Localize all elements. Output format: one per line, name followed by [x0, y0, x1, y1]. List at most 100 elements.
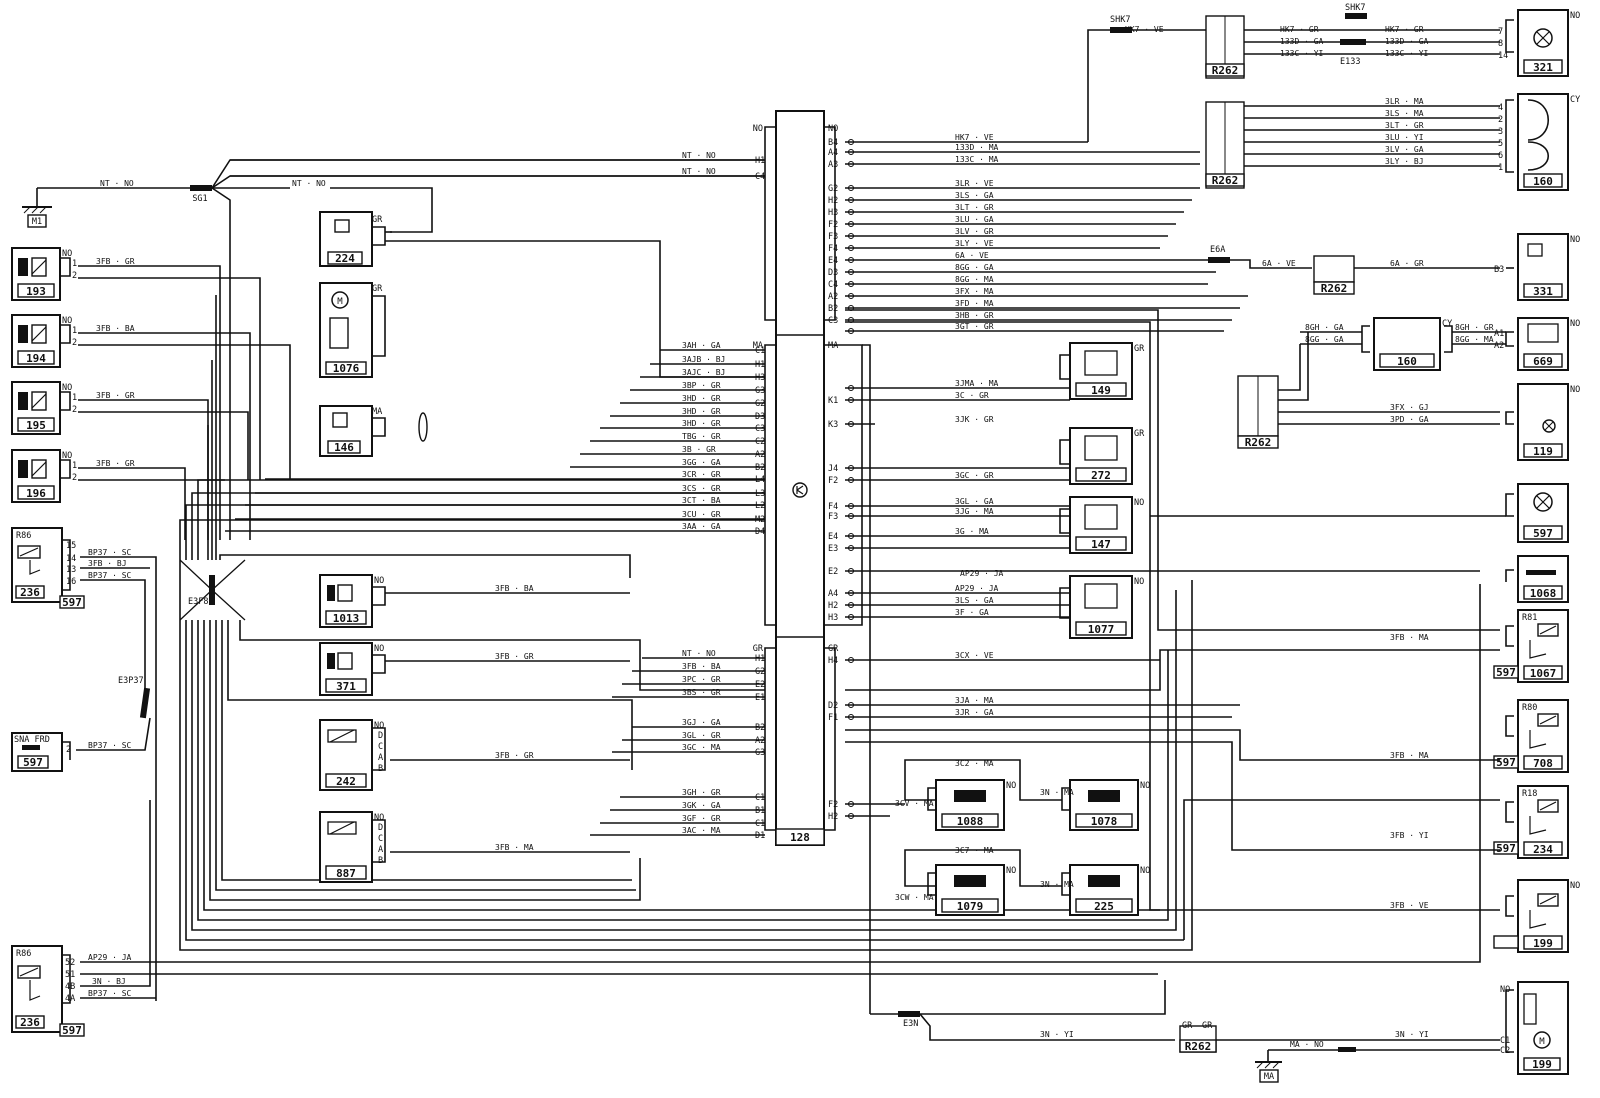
comp-1068: 1068	[1505, 555, 1569, 603]
ecu-left-pin: E1	[755, 693, 765, 703]
relay-coil-icon	[17, 965, 41, 1001]
comp-1088-label: 1088	[957, 815, 984, 828]
svg-text:3N · MA: 3N · MA	[1040, 788, 1074, 797]
lamp-cross-icon	[1533, 492, 1553, 512]
svg-text:BP37 · SC: BP37 · SC	[88, 741, 132, 750]
comp-1067-label: 1067	[1530, 667, 1557, 680]
ecu-right-pin: J4	[828, 464, 838, 474]
splice-dot	[847, 244, 855, 252]
comp-193-connector: NO	[62, 249, 72, 259]
svg-text:R262: R262	[1321, 282, 1348, 295]
ecu-left-pin: H1	[755, 654, 765, 664]
ecu-left-wire-label: 3B · GR	[682, 445, 716, 454]
ecu-left-wire-label: 3HD · GR	[682, 419, 721, 428]
ecu-left-pin: E2	[755, 680, 765, 690]
comp-234-label: 234	[1533, 843, 1553, 856]
svg-text:1: 1	[72, 393, 77, 403]
comp-1077-label: 1077	[1088, 623, 1115, 636]
r262-bottom: GR GR R262	[1179, 1021, 1217, 1053]
splice-e133: E133	[1340, 39, 1366, 67]
r262-a: R262	[1205, 15, 1245, 79]
ecu-conn-gr-left: GR	[753, 644, 764, 654]
comp-242-connector: NO	[374, 721, 384, 731]
mid-wire-label: 3FB · BA	[495, 584, 534, 593]
comp-119-label: 119	[1533, 445, 1553, 458]
svg-text:236: 236	[20, 1016, 40, 1029]
splice-dot	[847, 396, 855, 404]
motor-circle-icon: M	[1533, 1031, 1551, 1049]
svg-text:C2: C2	[1500, 1046, 1510, 1056]
ecu-right-pin: A2	[828, 292, 838, 302]
ecu-left-wire-label: 3GC · MA	[682, 743, 721, 752]
ground-hatch-icon	[23, 206, 47, 214]
relay-wire-label: 3FB · GR	[96, 257, 135, 266]
ecu-left-wire-label: 3AH · GA	[682, 341, 721, 350]
comp-1078-connector: NO	[1140, 781, 1150, 791]
ecu-left-pin: H3	[755, 373, 765, 383]
svg-text:2: 2	[1498, 115, 1503, 125]
ecu-left-pin: B2	[755, 723, 765, 733]
svg-text:3N · YI: 3N · YI	[1040, 1030, 1074, 1039]
svg-text:E3F8: E3F8	[188, 597, 208, 607]
ecu-left-pin: C4	[755, 172, 765, 182]
ecu-left-wire-label: 3BP · GR	[682, 381, 721, 390]
svg-text:597: 597	[62, 596, 82, 609]
svg-text:2: 2	[72, 338, 77, 348]
wire-321-label: 3LS · MA	[1385, 109, 1424, 118]
svg-text:3FB · MA: 3FB · MA	[1390, 633, 1429, 642]
relay-coil-icon	[1529, 799, 1559, 835]
comp-1078: 1078 NO	[1061, 779, 1150, 831]
ecu-right-wire-label: 133D · MA	[955, 143, 999, 152]
splice-dot	[847, 512, 855, 520]
splice-dot	[847, 502, 855, 510]
comp-196-connector: NO	[62, 451, 72, 461]
ecu-right-pin: E3	[828, 544, 838, 554]
wire-321-label: 3LV · GA	[1385, 145, 1424, 154]
ecu-right-pin: K1	[828, 396, 838, 406]
svg-text:3FB · YI: 3FB · YI	[1390, 831, 1429, 840]
svg-text:M: M	[337, 297, 343, 307]
comp-321-connector: NO	[1570, 11, 1580, 21]
component-199: NO 199 M C1 C2	[1500, 981, 1569, 1075]
svg-text:3C7 · MA: 3C7 · MA	[955, 846, 994, 855]
comp-195-label: 195	[26, 419, 46, 432]
svg-text:597: 597	[62, 1024, 82, 1037]
ecu-left-wire-label: TBG · GR	[682, 432, 721, 441]
ground-m1-label: M1	[32, 217, 42, 227]
ecu-right-wire-label: 3C · GR	[955, 391, 989, 400]
splice-dot	[847, 184, 855, 192]
svg-text:146: 146	[334, 441, 354, 454]
splice-dot	[847, 613, 855, 621]
comp-1079-label: 1079	[957, 900, 984, 913]
splice-dot	[847, 464, 855, 472]
relay-coil-icon	[17, 545, 41, 575]
comp-1078-label: 1078	[1091, 815, 1118, 828]
splice-dot	[847, 544, 855, 552]
comp-194-label: 194	[26, 352, 46, 365]
svg-text:1: 1	[1498, 163, 1503, 173]
motor-circle-icon: M	[331, 291, 349, 309]
svg-text:E6A: E6A	[1210, 245, 1225, 255]
comp-1013-connector: NO	[374, 576, 384, 586]
svg-text:BP37 · SC: BP37 · SC	[88, 548, 132, 557]
ecu-right-pin: F2	[828, 476, 838, 486]
svg-text:D: D	[378, 823, 383, 833]
ecu-right-pin: E4	[828, 256, 838, 266]
svg-text:SNA FRD: SNA FRD	[14, 735, 50, 745]
relay-wire-label: 3FB · GR	[96, 459, 135, 468]
svg-text:3: 3	[1498, 127, 1503, 137]
ecu-right-wire-label: 3JA · MA	[955, 696, 994, 705]
relay-coil-icon	[18, 324, 47, 344]
svg-text:1: 1	[72, 326, 77, 336]
svg-text:1: 1	[72, 461, 77, 471]
comp-160b-label: 160	[1397, 355, 1417, 368]
ecu-right-wire-label: 3JK · GR	[955, 415, 994, 424]
svg-text:3CW · MA: 3CW · MA	[895, 893, 934, 902]
